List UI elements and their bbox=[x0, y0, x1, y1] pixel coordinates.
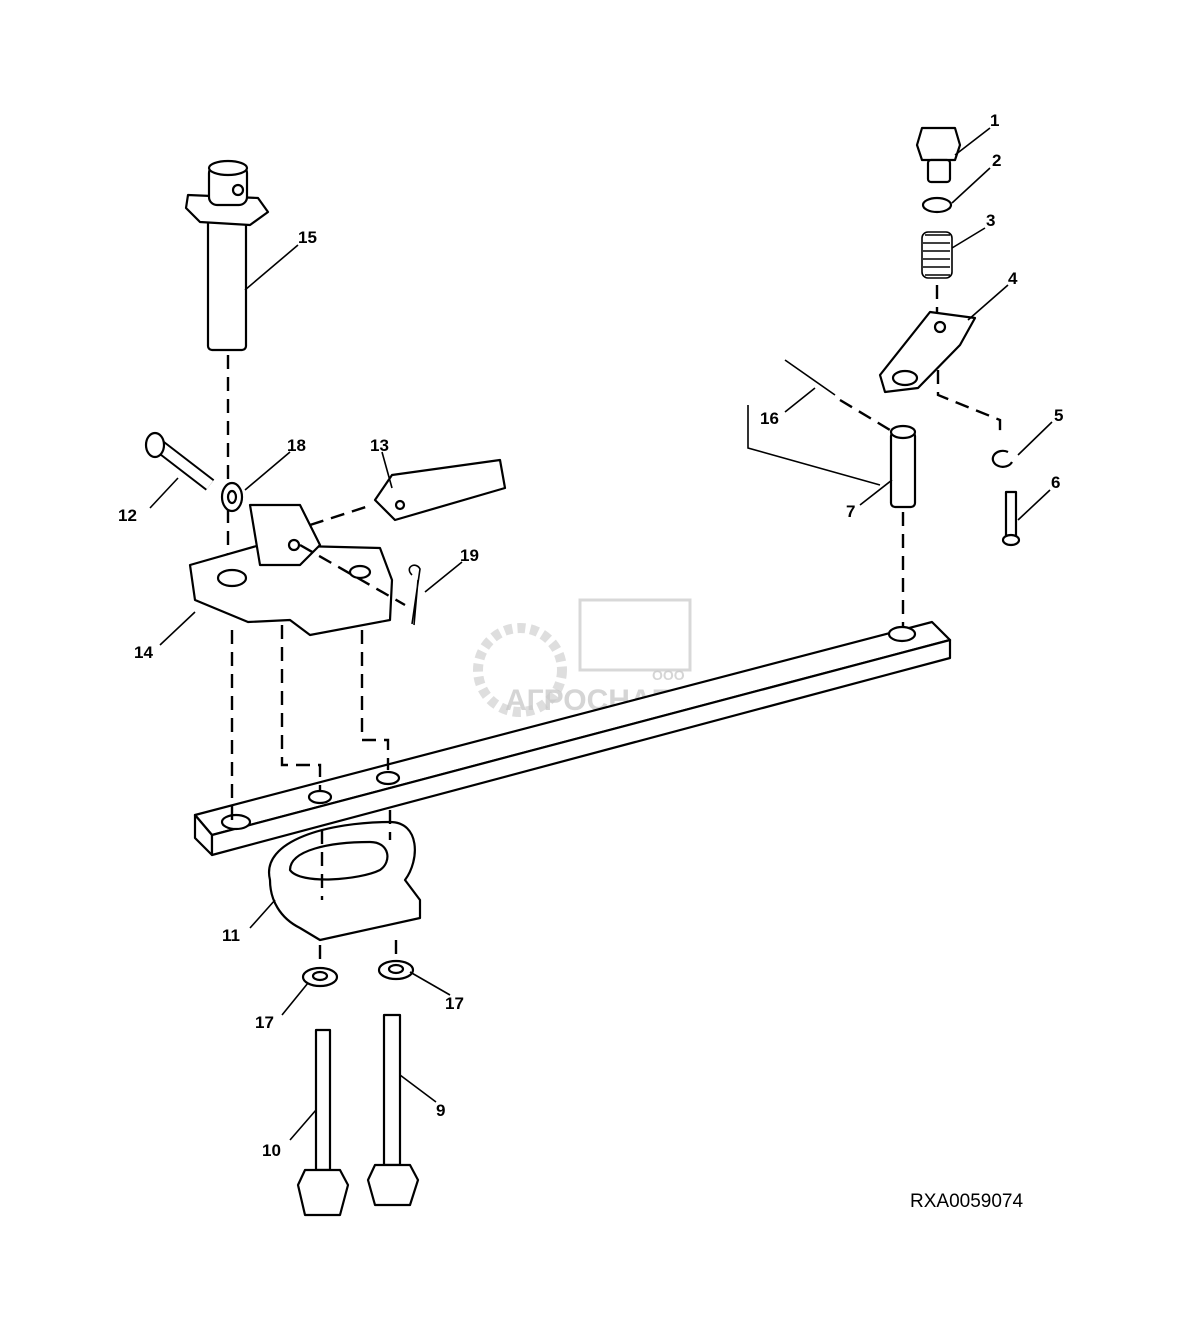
part-7-pin bbox=[889, 424, 917, 509]
part-10-bolt bbox=[296, 1028, 350, 1217]
leader-lines bbox=[149, 127, 1053, 1141]
part-9-bolt bbox=[366, 1013, 420, 1207]
part-6-screw bbox=[1001, 490, 1021, 547]
part-14-clevis bbox=[188, 503, 394, 637]
callout-7: 7 bbox=[846, 502, 855, 521]
part-16-pin bbox=[784, 359, 836, 396]
callout-14: 14 bbox=[134, 643, 153, 662]
part-17-washer-right bbox=[377, 959, 415, 981]
part-13-strap bbox=[373, 458, 507, 522]
part-12-clevis-pin bbox=[144, 431, 215, 491]
part-2-washer bbox=[921, 196, 953, 214]
callout-3: 3 bbox=[986, 211, 995, 230]
callout-18: 18 bbox=[287, 436, 306, 455]
callouts: 1 2 3 4 5 6 7 16 15 13 18 12 19 14 11 17… bbox=[118, 111, 1063, 1160]
part-3-spring bbox=[921, 231, 953, 279]
callout-16: 16 bbox=[760, 409, 779, 428]
callout-15: 15 bbox=[298, 228, 317, 247]
callout-13: 13 bbox=[370, 436, 389, 455]
part-18-washer bbox=[220, 481, 244, 513]
part-1-plug bbox=[915, 126, 962, 184]
callout-2: 2 bbox=[992, 151, 1001, 170]
callout-4: 4 bbox=[1008, 269, 1018, 288]
callout-11: 11 bbox=[222, 926, 240, 945]
callout-6: 6 bbox=[1051, 473, 1060, 492]
part-15-pin bbox=[184, 159, 270, 352]
drawbar bbox=[193, 620, 952, 857]
callout-17-right: 17 bbox=[445, 994, 464, 1013]
part-4-lever bbox=[878, 310, 977, 394]
part-11-hitch bbox=[267, 820, 422, 942]
part-5-clip bbox=[991, 449, 1013, 468]
callout-1: 1 bbox=[990, 111, 999, 130]
part-19-cotter-pin bbox=[408, 564, 421, 626]
callout-19: 19 bbox=[460, 546, 479, 565]
callout-5: 5 bbox=[1054, 406, 1063, 425]
part-17-washer-left bbox=[301, 966, 339, 988]
svg-text:ООО: ООО bbox=[652, 667, 685, 683]
callout-12: 12 bbox=[118, 506, 137, 525]
callout-9: 9 bbox=[436, 1101, 445, 1120]
figure-code: RXA0059074 bbox=[910, 1191, 1023, 1212]
callout-10: 10 bbox=[262, 1141, 281, 1160]
callout-17-left: 17 bbox=[255, 1013, 274, 1032]
